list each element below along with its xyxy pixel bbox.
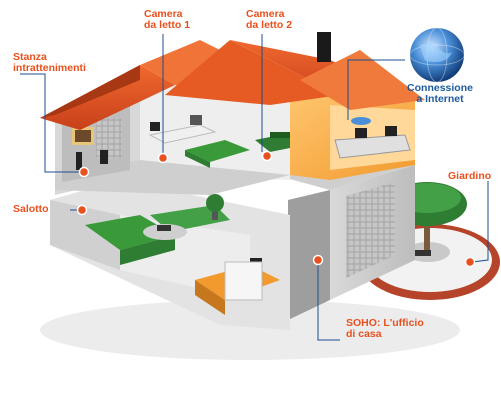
location-markers [76, 150, 476, 268]
label-stanza-text: Stanza intrattenimenti [13, 51, 86, 74]
label-salotto-text: Salotto [13, 203, 49, 215]
upper-floor [55, 80, 330, 195]
marker-salotto [76, 204, 88, 216]
label-soho: SOHO: L'ufficio di casa [346, 318, 426, 340]
orange-wing [290, 95, 415, 180]
label-camera-da-letto-2: Camera da letto 2 [246, 9, 316, 31]
label-connessione-internet: Connessione a Internet [405, 83, 475, 105]
label-soho-text: SOHO: L'ufficio di casa [346, 317, 424, 340]
lower-floor [50, 180, 290, 330]
roofs [40, 32, 425, 130]
leader-lines [20, 34, 489, 341]
chimney [317, 32, 331, 62]
label-giardino-text: Giardino [448, 170, 492, 182]
label-stanza-intrattenimenti: Stanza intrattenimenti [13, 51, 86, 74]
label-camera1-text: Camera da letto 1 [144, 8, 191, 31]
marker-camera1 [157, 152, 169, 164]
internet-globe-icon [409, 27, 465, 83]
marker-soho [312, 254, 324, 266]
label-internet-text: Connessione a Internet [407, 82, 473, 105]
label-camera-da-letto-1: Camera da letto 1 [144, 9, 214, 31]
label-giardino: Giardino [448, 171, 491, 182]
marker-camera2 [261, 150, 273, 162]
marker-stanza [78, 166, 90, 178]
label-salotto: Salotto [13, 204, 49, 215]
marker-giardino [464, 256, 476, 268]
ground-shadow [40, 300, 460, 360]
label-camera2-text: Camera da letto 2 [246, 8, 293, 31]
